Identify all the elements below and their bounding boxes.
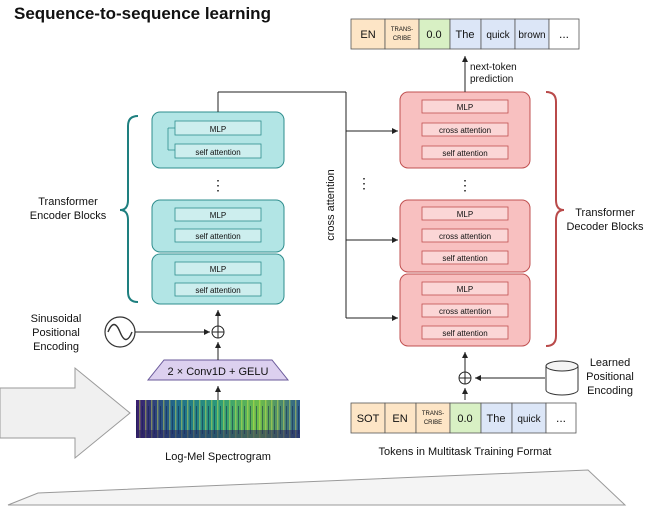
encoder-dots: ⋮ xyxy=(211,177,225,193)
decoder-top-mlp-label: MLP xyxy=(457,103,473,112)
encoder-block-top: MLP self attention xyxy=(151,111,285,169)
input-token-transcribe-1: TRANS- xyxy=(422,411,444,417)
decoder-bottom-mlp-label: MLP xyxy=(457,285,473,294)
encoder-block-bottom: MLP self attention xyxy=(151,253,285,305)
spectrogram-image xyxy=(136,400,300,438)
decoder-mid-mlp-label: MLP xyxy=(457,210,473,219)
sine-wave-icon xyxy=(104,316,136,348)
spectrogram-label: Log-Mel Spectrogram xyxy=(165,451,271,463)
input-token-sot: SOT xyxy=(357,413,380,425)
learned-line2: Positional xyxy=(586,371,634,383)
input-token-zero: 0.0 xyxy=(457,413,472,425)
encoder-label-line2: Encoder Blocks xyxy=(30,210,107,222)
output-token-row: EN TRANS- CRIBE 0.0 The quick brown ... xyxy=(350,18,580,50)
cross-attention-label: cross attention xyxy=(325,169,337,241)
decoder-block-bottom: MLP cross attention self attention xyxy=(399,273,531,347)
database-icon xyxy=(545,360,579,396)
decoder-block-middle: MLP cross attention self attention xyxy=(399,199,531,273)
input-token-transcribe-2: CRIBE xyxy=(424,420,442,426)
sinusoidal-line3: Encoding xyxy=(33,341,79,353)
decoder-brace xyxy=(545,91,565,347)
encoder-add-icon xyxy=(211,325,225,339)
output-token-transcribe-2: CRIBE xyxy=(393,36,411,42)
encoder-bottom-mlp-label: MLP xyxy=(210,265,226,274)
encoder-mid-mlp-label: MLP xyxy=(210,211,226,220)
output-token-en: EN xyxy=(360,29,375,41)
background-funnel-shape xyxy=(7,469,627,506)
background-arrow-shape xyxy=(0,366,131,460)
decoder-dots: ⋮ xyxy=(458,177,472,193)
output-token-transcribe-1: TRANS- xyxy=(391,27,413,33)
input-token-ellipsis: ... xyxy=(556,411,566,425)
sinusoidal-line2: Positional xyxy=(32,327,80,339)
decoder-label-line1: Transformer xyxy=(575,207,635,219)
output-token-zero: 0.0 xyxy=(426,29,441,41)
decoder-top-self-attention-label: self attention xyxy=(442,149,487,158)
conv-block xyxy=(146,359,290,381)
input-token-row: SOT EN TRANS- CRIBE 0.0 The quick ... xyxy=(350,402,577,434)
output-token-brown: brown xyxy=(518,30,545,41)
sinusoidal-line1: Sinusoidal xyxy=(31,313,82,325)
encoder-block-middle: MLP self attention xyxy=(151,199,285,253)
encoder-top-mlp-label: MLP xyxy=(210,125,226,134)
encoder-label-line1: Transformer xyxy=(38,196,98,208)
encoder-mid-self-attention-label: self attention xyxy=(195,232,240,241)
decoder-label-line2: Decoder Blocks xyxy=(566,221,644,233)
decoder-block-top: MLP cross attention self attention xyxy=(399,91,531,169)
decoder-mid-self-attention-label: self attention xyxy=(442,254,487,263)
output-token-quick: quick xyxy=(486,30,510,41)
output-token-ellipsis: ... xyxy=(559,27,569,41)
decoder-bottom-cross-attention-label: cross attention xyxy=(439,307,491,316)
learned-line3: Encoding xyxy=(587,385,633,397)
diagram-title: Sequence-to-sequence learning xyxy=(14,4,271,23)
encoder-bottom-self-attention-label: self attention xyxy=(195,286,240,295)
next-token-line1: next-token xyxy=(470,62,517,73)
decoder-mid-cross-attention-label: cross attention xyxy=(439,232,491,241)
output-token-the: The xyxy=(456,29,475,41)
encoder-top-self-attention-label: self attention xyxy=(195,148,240,157)
middle-dots: ⋮ xyxy=(357,175,371,191)
encoder-brace xyxy=(119,115,139,303)
conv-label: 2 × Conv1D + GELU xyxy=(168,366,269,378)
input-token-en: EN xyxy=(392,413,407,425)
input-token-the: The xyxy=(487,413,506,425)
tokens-label: Tokens in Multitask Training Format xyxy=(378,446,551,458)
decoder-bottom-self-attention-label: self attention xyxy=(442,329,487,338)
next-token-line2: prediction xyxy=(470,74,513,85)
input-token-quick: quick xyxy=(517,414,541,425)
decoder-add-icon xyxy=(458,371,472,385)
learned-line1: Learned xyxy=(590,357,630,369)
decoder-top-cross-attention-label: cross attention xyxy=(439,126,491,135)
